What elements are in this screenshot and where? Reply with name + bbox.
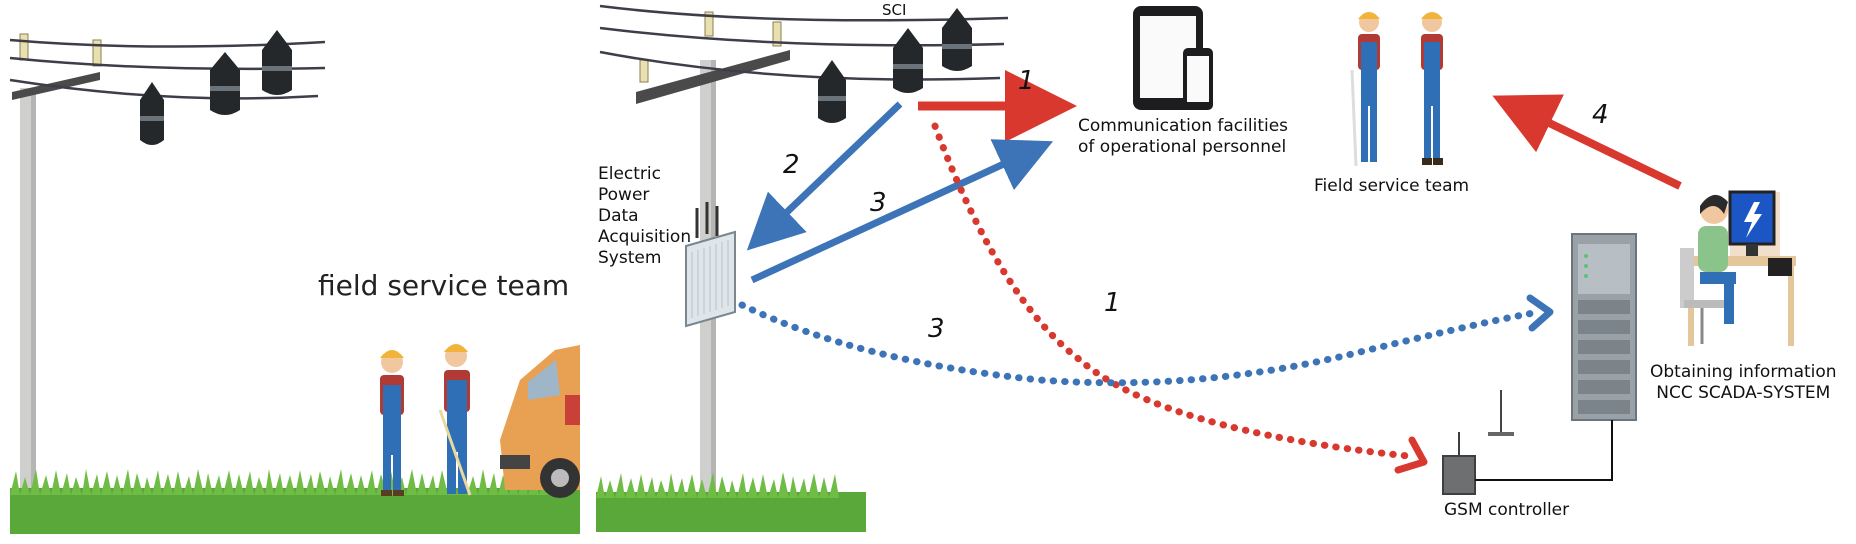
right-panel [596,4,1796,532]
grass [10,469,580,534]
operator-icon [1680,190,1796,346]
field-team-label: Field service team [1314,176,1470,196]
data-logger-icon [685,202,736,328]
grass [596,472,866,532]
fault-indicator-icon [942,8,972,71]
gsm-label: GSM controller [1444,500,1570,520]
left-panel [9,30,580,534]
arrow-3-blue-dotted-head [1526,294,1554,332]
worker-icon [1350,12,1380,167]
arrow-number-3-top: 3 [870,188,887,218]
arrow-2-blue [746,101,903,251]
worker-icon [1421,12,1443,165]
worker-icon [438,344,472,496]
arrow-number-3-dotted: 3 [928,314,945,344]
fault-indicator-icon [210,52,240,115]
sci-label: SCI [882,1,907,19]
fault-indicator-icon [893,28,923,93]
arrow-number-2: 2 [783,150,800,180]
arrow-number-1-top: 1 [1018,66,1035,96]
communication-label: Communication facilities of operational … [1078,116,1289,157]
data-acquisition-label: Electric Power Data Acquisition System [598,164,692,268]
arrow-3-blue [750,139,1054,284]
server-rack-icon [1571,233,1637,421]
arrow-number-1-dotted: 1 [1104,288,1121,318]
arrow-3-blue-dotted [738,301,1544,387]
utility-pole-icon [12,33,102,513]
phone-icon [1183,48,1213,110]
ncc-label: Obtaining information NCC SCADA-SYSTEM [1650,362,1837,403]
gsm-modem-icon [1442,390,1613,495]
worker-icon [380,350,404,496]
arrow-number-4: 4 [1592,100,1609,130]
van-icon [500,345,580,498]
arrow-4-red [1492,94,1682,190]
arrow-1-red-dotted [931,122,1412,460]
fault-indicator-icon [262,30,292,95]
arrow-1-red-dotted-head [1394,436,1428,474]
fault-indicator-icon [818,60,846,123]
left-caption: field service team [318,269,570,302]
fault-indicator-icon [140,82,164,145]
